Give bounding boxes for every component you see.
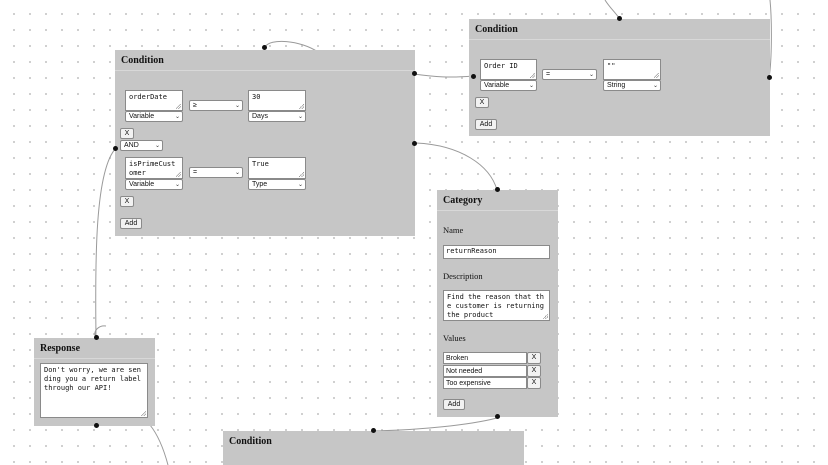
node-title: Category — [437, 190, 558, 211]
field-name-input[interactable]: orderDate — [125, 90, 183, 111]
add-rule-button[interactable]: Add — [120, 218, 142, 229]
remove-rule-button[interactable]: X — [120, 128, 134, 139]
description-label: Description — [443, 271, 483, 281]
chevron-down-icon: ⌄ — [588, 72, 594, 78]
remove-value-button[interactable]: X — [527, 365, 541, 377]
field-name-input[interactable]: isPrimeCustomer — [125, 157, 183, 179]
condition-node-bottom[interactable]: Condition — [223, 431, 524, 465]
value-type-select[interactable]: Type⌄ — [248, 179, 306, 190]
node-title: Condition — [115, 50, 415, 71]
wire-top-to-condition1 — [604, 0, 620, 19]
value-input[interactable]: "" — [603, 59, 661, 80]
node-title: Condition — [469, 19, 770, 40]
output-port[interactable] — [412, 71, 417, 76]
name-label: Name — [443, 225, 464, 235]
field-type-select[interactable]: Variable⌄ — [125, 179, 183, 190]
remove-rule-button[interactable]: X — [475, 97, 489, 108]
description-textarea[interactable]: Find the reason that the customer is ret… — [443, 290, 550, 321]
wire-condition2-to-response — [95, 147, 117, 339]
output-port[interactable] — [617, 16, 622, 21]
operator-select[interactable]: =⌄ — [189, 167, 243, 178]
operator-select[interactable]: ≥⌄ — [189, 100, 243, 111]
join-operator-select[interactable]: AND⌄ — [120, 140, 163, 151]
value-type-select[interactable]: String⌄ — [603, 80, 661, 91]
chevron-down-icon: ⌄ — [234, 170, 240, 176]
field-type-select[interactable]: Variable⌄ — [480, 80, 537, 91]
input-port[interactable] — [371, 428, 376, 433]
input-port[interactable] — [113, 146, 118, 151]
node-title: Condition — [229, 436, 272, 447]
chevron-down-icon: ⌄ — [174, 114, 180, 120]
value-type-select[interactable]: Days⌄ — [248, 111, 306, 122]
value-item-input[interactable]: Too expensive — [443, 377, 527, 389]
remove-rule-button[interactable]: X — [120, 196, 134, 207]
response-textarea[interactable]: Don't worry, we are sending you a return… — [40, 363, 148, 418]
chevron-down-icon: ⌄ — [528, 83, 534, 89]
wire-response-bottom — [149, 424, 169, 465]
input-port[interactable] — [94, 335, 99, 340]
remove-value-button[interactable]: X — [527, 377, 541, 389]
input-port[interactable] — [262, 45, 267, 50]
chevron-down-icon: ⌄ — [154, 143, 160, 149]
chevron-down-icon: ⌄ — [297, 182, 303, 188]
remove-value-button[interactable]: X — [527, 352, 541, 364]
response-node[interactable]: Response Don't worry, we are sending you… — [34, 338, 155, 426]
wire-category-to-condition3 — [372, 417, 498, 432]
add-value-button[interactable]: Add — [443, 399, 465, 410]
wire-condition2-to-condition1 — [413, 73, 474, 78]
output-port[interactable] — [767, 75, 772, 80]
input-port[interactable] — [471, 74, 476, 79]
chevron-down-icon: ⌄ — [652, 83, 658, 89]
add-rule-button[interactable]: Add — [475, 119, 497, 130]
value-item-input[interactable]: Broken — [443, 352, 527, 364]
output-port[interactable] — [94, 423, 99, 428]
input-port[interactable] — [495, 187, 500, 192]
wire-condition2-to-category — [415, 142, 498, 191]
chevron-down-icon: ⌄ — [234, 103, 240, 109]
node-title: Response — [34, 338, 155, 359]
chevron-down-icon: ⌄ — [297, 114, 303, 120]
field-name-input[interactable]: Order ID — [480, 59, 537, 80]
operator-select[interactable]: =⌄ — [542, 69, 597, 80]
category-name-input[interactable]: returnReason — [443, 245, 550, 259]
values-label: Values — [443, 333, 466, 343]
chevron-down-icon: ⌄ — [174, 182, 180, 188]
value-input[interactable]: 30 — [248, 90, 306, 111]
value-item-input[interactable]: Not needed — [443, 365, 527, 377]
value-input[interactable]: True — [248, 157, 306, 179]
output-port[interactable] — [412, 141, 417, 146]
condition-node-order-id[interactable]: Condition Order ID Variable⌄ =⌄ "" Strin… — [469, 19, 770, 136]
condition-node-order-date[interactable]: Condition orderDate Variable⌄ ≥⌄ 30 Days… — [115, 50, 415, 236]
field-type-select[interactable]: Variable⌄ — [125, 111, 183, 122]
output-port[interactable] — [495, 414, 500, 419]
category-node[interactable]: Category Name returnReason Description F… — [437, 190, 558, 417]
